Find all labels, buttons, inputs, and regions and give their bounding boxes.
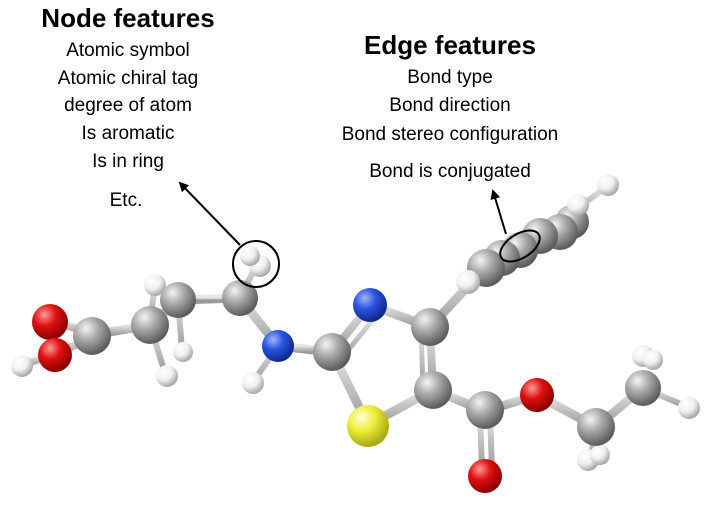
oxygen-atom: [32, 304, 68, 340]
edge-feature-item: Bond direction: [389, 95, 510, 116]
carbon-atom: [466, 391, 504, 429]
atoms: [11, 174, 700, 493]
carbon-atom: [131, 306, 169, 344]
hydrogen-atom: [567, 194, 589, 216]
node-feature-item: Is in ring: [92, 151, 164, 172]
hydrogen-atom: [11, 355, 33, 377]
arrow-icon: [178, 181, 241, 246]
edge-features-panel: Edge features Bond type Bond direction B…: [342, 30, 559, 182]
node-features-title: Node features: [41, 3, 214, 33]
hydrogen-atom: [242, 372, 264, 394]
oxygen-atom: [468, 459, 502, 493]
carbon-atom: [414, 371, 452, 409]
carbon-atom: [73, 317, 111, 355]
carbon-atom: [222, 280, 258, 316]
hydrogen-atom: [678, 397, 700, 419]
edge-feature-item: Bond is conjugated: [369, 161, 531, 182]
oxygen-atom: [520, 378, 554, 412]
edge-feature-item: Bond stereo configuration: [342, 124, 559, 145]
carbon-atom: [577, 408, 615, 446]
hydrogen-atom: [597, 174, 619, 196]
annotations: [178, 181, 541, 288]
nitrogen-atom: [353, 288, 387, 322]
oxygen-atom: [38, 338, 72, 372]
node-feature-item: Atomic symbol: [66, 40, 190, 61]
carbon-atom: [313, 333, 351, 371]
hydrogen-atom: [590, 445, 610, 465]
carbon-atom: [411, 308, 449, 346]
hydrogen-atom: [240, 246, 260, 266]
highlight-ellipse-icon: [499, 229, 541, 263]
edge-features-title: Edge features: [364, 30, 536, 60]
node-feature-item: degree of atom: [64, 95, 192, 116]
hydrogen-atom: [173, 342, 193, 362]
hydrogen-atom: [144, 274, 166, 296]
node-features-panel: Node features Atomic symbol Atomic chira…: [41, 3, 214, 211]
arrow-icon: [490, 189, 507, 235]
edge-feature-item: Bond type: [407, 67, 493, 88]
node-feature-item: Atomic chiral tag: [58, 68, 198, 89]
carbon-atom: [625, 370, 661, 406]
highlight-circle-icon: [232, 240, 280, 288]
hydrogen-atom: [643, 350, 663, 370]
nitrogen-atom: [262, 330, 294, 362]
node-feature-item: Etc.: [110, 190, 143, 211]
sulfur-atom: [347, 405, 389, 447]
node-feature-item: Is aromatic: [82, 123, 175, 144]
hydrogen-atom: [156, 365, 178, 387]
carbon-atom: [160, 282, 196, 318]
hydrogen-atom: [456, 270, 480, 294]
